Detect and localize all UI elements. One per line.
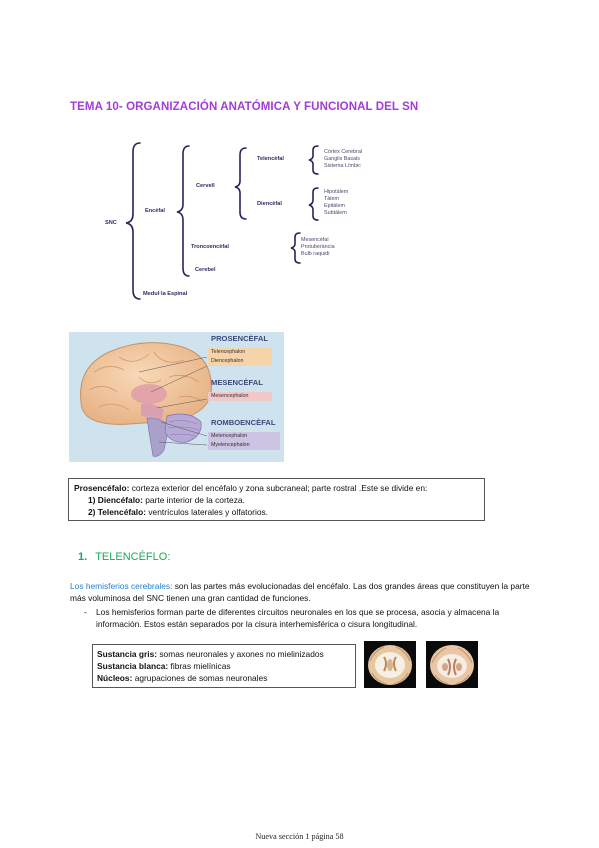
tree-node-snc: SNC	[105, 220, 117, 226]
section-heading: 1.TELENCÉFLO:	[78, 551, 171, 563]
label-romboencefal: ROMBOENCÈFAL	[211, 418, 276, 427]
brain-slice-image-1	[364, 641, 416, 688]
brain-slice-image-2	[426, 641, 478, 688]
label-telencephalon: Telencephalon	[208, 348, 272, 357]
hemispheres-paragraph: Los hemisferios cerebrales: son las part…	[70, 581, 530, 603]
tronco-brace	[290, 232, 301, 264]
bullet-item: - Los hemisferios forman parte de difere…	[84, 607, 500, 629]
label-prosencefal: PROSENCÈFAL	[211, 334, 268, 343]
snc-tree: SNC Encèfal Cervell Telencèfal Diencèfal…	[0, 0, 599, 310]
label-mesencefal: MESENCÈFAL	[211, 378, 263, 387]
label-mesencephalon: Mesencephalon	[208, 392, 272, 401]
tree-node-diencefal: Diencèfal	[257, 201, 282, 207]
label-diencephalon: Diencephalon	[208, 357, 272, 366]
gris-line: Sustancia gris: somas neuronales y axone…	[97, 649, 324, 659]
label-myelencephalon: Myelencephalon	[208, 441, 280, 450]
telencefal-leaves: Còrtex Cerebral Ganglis Basals Sistema L…	[324, 149, 363, 169]
substances-box: Sustancia gris: somas neuronales y axone…	[92, 644, 356, 688]
tree-node-cerebel: Cerebel	[195, 267, 216, 273]
snc-brace	[125, 142, 141, 300]
page-footer: Nueva sección 1 página 58	[255, 832, 344, 841]
tronco-leaves: Mesencèfal Protuberància Bulb raquidi	[301, 237, 335, 257]
encefal-brace	[176, 145, 190, 277]
tree-node-cervell: Cervell	[196, 183, 215, 189]
blanca-line: Sustancia blanca: fibras mielínicas	[97, 661, 231, 671]
brain-figure: PROSENCÈFAL Telencephalon Diencephalon M…	[69, 332, 284, 462]
diencefalo-item: 1) Diencéfalo: parte interior de la cort…	[88, 495, 245, 505]
diencefal-leaves: Hipotàlem Tàlem Epitàlem Subtàlem	[324, 189, 349, 216]
brain-illustration	[80, 342, 212, 457]
prosencefalo-box: Prosencéfalo: corteza exterior del encéf…	[68, 478, 485, 521]
telencefalo-item: 2) Telencéfalo: ventrículos laterales y …	[88, 507, 268, 517]
diencefal-brace	[308, 187, 319, 221]
label-metencephalon: Metencephalon	[208, 432, 280, 441]
prosencefalo-line: Prosencéfalo: corteza exterior del encéf…	[74, 483, 428, 493]
tree-braces	[125, 142, 319, 300]
page-title: TEMA 10- ORGANIZACIÓN ANATÓMICA Y FUNCIO…	[70, 101, 419, 113]
tree-node-troncoencefal: Troncoencèfal	[191, 244, 229, 250]
nucleos-line: Núcleos: agrupaciones de somas neuronale…	[97, 673, 268, 683]
tree-node-encefal: Encèfal	[145, 208, 165, 214]
cervell-brace	[234, 147, 247, 220]
telencefal-brace	[308, 145, 319, 175]
tree-node-medul: Medul·la Espinal	[143, 291, 188, 297]
tree-node-telencefal: Telencèfal	[257, 156, 284, 162]
